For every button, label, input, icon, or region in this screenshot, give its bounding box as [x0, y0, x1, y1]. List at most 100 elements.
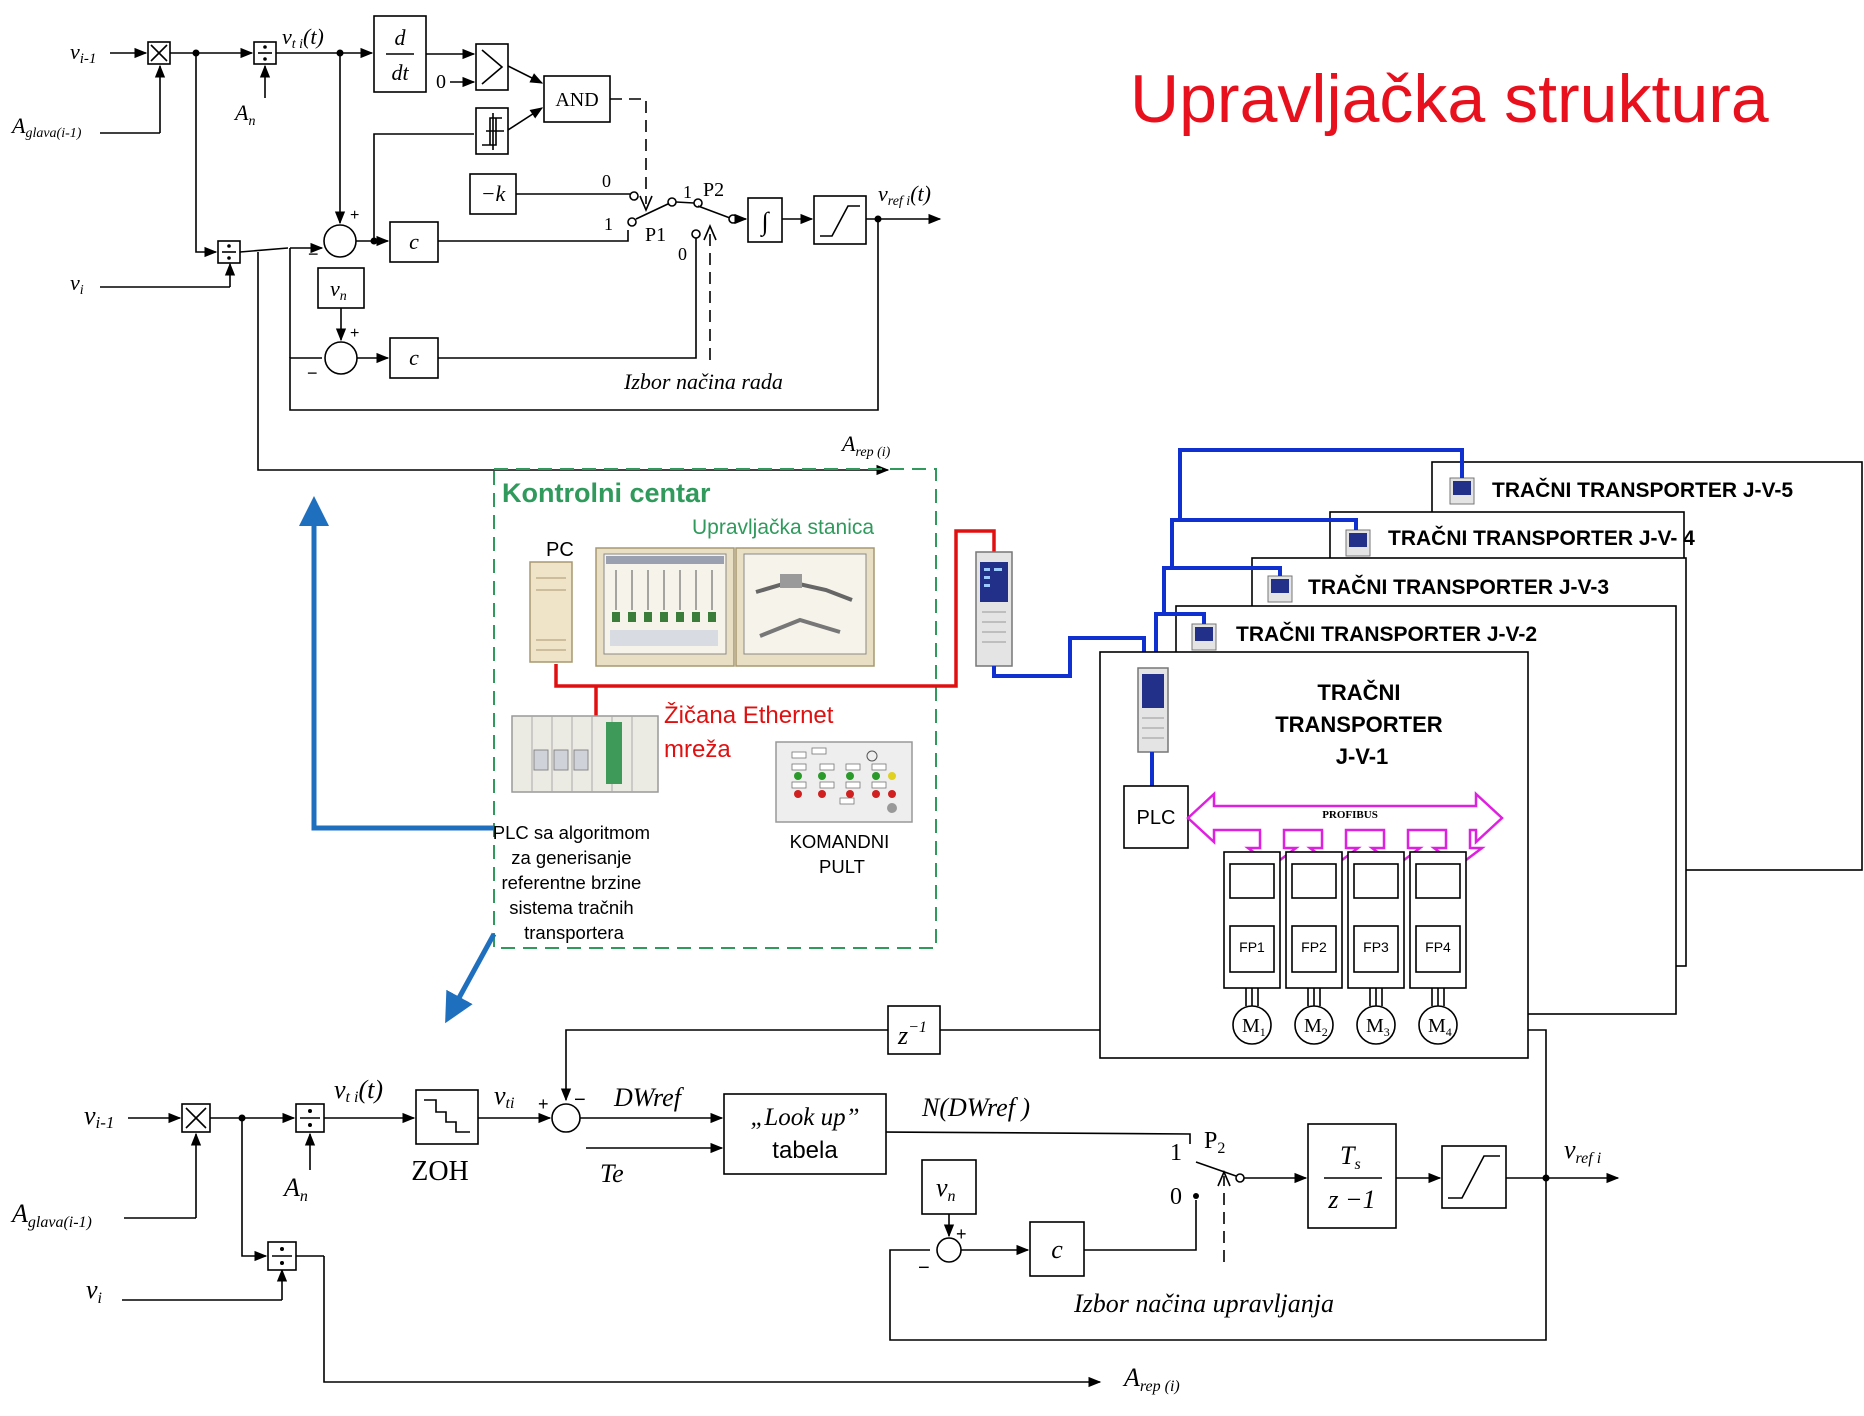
motor-m3-label: M3	[1366, 1015, 1390, 1039]
bottom-gain-c-label: c	[1051, 1235, 1063, 1264]
bottom-label-n-dwref: N(DWref )	[921, 1093, 1030, 1122]
bottom-gain-c	[1029, 1221, 1085, 1277]
conveyor-title-5: TRAČNI TRANSPORTER J-V-5	[1492, 478, 1793, 502]
bottom-summer-1-plus: +	[538, 1094, 549, 1114]
bottom-summer-1-minus: −	[574, 1089, 586, 1111]
bottom-label-a-n: An	[282, 1173, 308, 1205]
bottom-input-v-i: vi	[86, 1275, 102, 1307]
conveyor-title-4: TRAČNI TRANSPORTER J-V- 4	[1388, 526, 1695, 550]
conveyor-network-module-3	[1267, 575, 1293, 603]
top-comparator-zero: 0	[436, 71, 446, 93]
bottom-lookup-table	[723, 1093, 887, 1175]
top-vn-label: vn	[330, 276, 347, 304]
top-summer-2-minus: −	[307, 363, 318, 383]
station-monitor-2	[735, 547, 875, 667]
bottom-label-v-ti-2: vti	[494, 1081, 514, 1112]
top-gain-c-1-label: c	[409, 229, 419, 254]
drive-fp3: FP3 M3	[1347, 851, 1405, 1045]
plc-description: PLC sa algoritmom za generisanje referen…	[493, 822, 655, 943]
top-p2-zero: 0	[678, 244, 687, 264]
top-input-v-prev: vi-1	[70, 39, 96, 67]
network-switch-icon	[975, 551, 1013, 667]
motor-m2	[1294, 1005, 1334, 1045]
motor-m2-label: M2	[1304, 1015, 1328, 1039]
drive-fp4: FP4 M4	[1409, 851, 1467, 1045]
plc-rack-icon	[511, 715, 659, 793]
motor-m4-label: M4	[1428, 1015, 1452, 1039]
top-p1-one: 1	[604, 214, 613, 234]
motor-m3	[1356, 1005, 1396, 1045]
top-vn-block	[317, 267, 365, 309]
top-summer-1	[323, 224, 357, 258]
bottom-control-diagram: z−1 vi-1 Aglava(i-1) An vt i(t) ZOH vti …	[10, 1005, 1620, 1395]
top-control-diagram: vi-1 Aglava(i-1) An vt i(t) d dt 0	[10, 15, 942, 476]
top-output-a-rep: Arep (i)	[840, 431, 891, 460]
bottom-z-minus-1-label: z −1	[1327, 1185, 1375, 1214]
network-label-line1: Žičana Ethernet	[664, 702, 834, 729]
pc-tower-icon	[529, 561, 573, 663]
motor-m1-label: M1	[1242, 1015, 1266, 1039]
top-p1-zero: 0	[602, 171, 611, 191]
motor-m1	[1232, 1005, 1272, 1045]
conveyor-plc-label: PLC	[1137, 807, 1176, 829]
network-label-line2: mreža	[664, 736, 731, 763]
bottom-switch-zero: 0	[1170, 1184, 1182, 1210]
top-p2-one: 1	[683, 182, 692, 202]
bottom-label-v-ti: vt i(t)	[334, 1075, 383, 1106]
bottom-zoh-label: ZOH	[411, 1156, 469, 1187]
conveyor-stack: TRAČNI TRANSPORTER J-V-5 TRAČNI TRANSPOR…	[992, 448, 1863, 1059]
conveyor-network-module-4	[1345, 529, 1371, 557]
top-label-a-n: An	[233, 100, 255, 129]
top-gain-c-2-label: c	[409, 345, 419, 370]
bottom-delay-block	[887, 1005, 941, 1055]
top-derivative-den: dt	[391, 60, 409, 85]
feedback-arrow-up	[299, 496, 494, 831]
bottom-input-v-prev: vi-1	[84, 1101, 114, 1132]
motor-m4	[1418, 1005, 1458, 1045]
control-center: Kontrolni centar Upravljačka stanica PC …	[493, 468, 1013, 949]
bottom-output-v-ref: vref i	[1564, 1135, 1601, 1167]
pc-label: PC	[546, 539, 574, 561]
conveyor-main-title: TRAČNI TRANSPORTER J-V-1	[1275, 680, 1449, 769]
top-output-v-ref: vref i(t)	[878, 181, 931, 209]
bottom-output-a-rep: Arep (i)	[1122, 1363, 1180, 1395]
bottom-zoh-block	[415, 1089, 479, 1145]
top-p2-label: P2	[703, 179, 724, 201]
drive-fp3-label: FP3	[1363, 939, 1389, 955]
top-mode-select-label: Izbor načina rada	[623, 369, 783, 394]
command-panel-icon	[775, 741, 913, 823]
top-input-a-glava: Aglava(i-1)	[10, 113, 82, 141]
drive-fp1-label: FP1	[1239, 939, 1265, 955]
conveyor-main-network-module	[1137, 667, 1169, 753]
profibus-label: PROFIBUS	[1322, 809, 1378, 821]
bottom-vn-label: vn	[936, 1173, 956, 1205]
top-and-label: AND	[555, 89, 598, 111]
top-label-v-ti: vt i(t)	[282, 24, 324, 52]
bottom-switch-p2: P2	[1204, 1128, 1225, 1157]
bottom-label-dwref: DWref	[613, 1083, 685, 1112]
top-integrator-symbol: ∫	[759, 207, 770, 237]
conveyor-title-3: TRAČNI TRANSPORTER J-V-3	[1308, 575, 1609, 599]
top-summer-2	[324, 341, 358, 375]
page-title: Upravljačka struktura	[1130, 61, 1769, 137]
conveyor-network-module-2	[1191, 623, 1217, 651]
control-station-label: Upravljačka stanica	[692, 516, 874, 539]
top-integrator-block	[747, 197, 783, 243]
top-p1-label: P1	[645, 224, 666, 246]
control-center-title: Kontrolni centar	[502, 478, 711, 508]
conveyor-network-module-5	[1449, 477, 1475, 505]
drive-fp2: FP2 M2	[1285, 851, 1343, 1045]
bottom-delay-label: z−1	[897, 1019, 927, 1050]
drive-fp2-label: FP2	[1301, 939, 1327, 955]
top-neg-k-label: −k	[481, 181, 507, 206]
conveyor-title-2: TRAČNI TRANSPORTER J-V-2	[1236, 622, 1537, 646]
bottom-vn-block	[921, 1159, 977, 1215]
bottom-ts-label: Ts	[1340, 1141, 1361, 1173]
top-summer-2-plus: +	[350, 325, 359, 342]
top-summer-1-minus: −	[308, 244, 319, 264]
bottom-switch-one: 1	[1170, 1140, 1182, 1166]
command-panel-label: KOMANDNI PULT	[790, 831, 895, 877]
bottom-discrete-integrator	[1307, 1123, 1397, 1229]
